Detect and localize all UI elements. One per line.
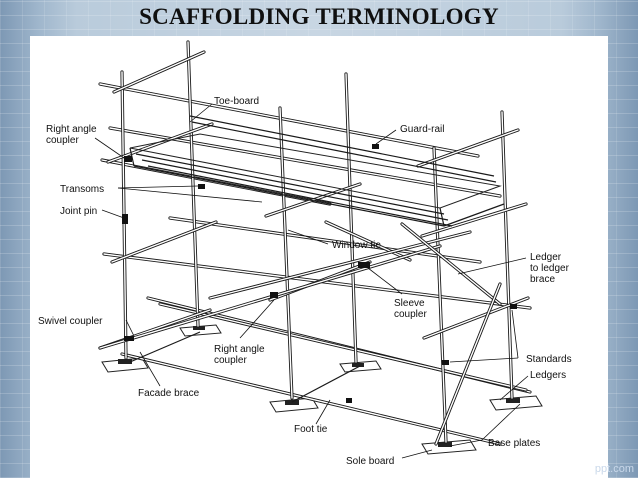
swivel-coupler-part — [124, 336, 134, 341]
right-angle-coupler-bottom — [270, 292, 278, 298]
label-transoms: Transoms — [60, 184, 104, 195]
sleeve-coupler-part — [358, 262, 370, 268]
standards — [120, 40, 514, 444]
right-angle-coupler-top — [124, 156, 132, 162]
working-platform — [129, 115, 505, 227]
label-window-tie: Window tie — [332, 240, 381, 251]
transoms — [98, 50, 530, 350]
brand-watermark: ppt.com — [594, 463, 634, 475]
ledger-to-ledger-brace — [400, 222, 502, 446]
slide-title: SCAFFOLDING TERMINOLOGY — [139, 4, 499, 29]
label-standards: Standards — [526, 354, 572, 365]
ledgers — [98, 82, 532, 392]
label-sleeve-coupler-2: coupler — [394, 309, 427, 320]
label-guard-rail: Guard-rail — [400, 124, 444, 135]
label-right-angle-coupler-bottom-2: coupler — [214, 355, 247, 366]
diagram-panel: Toe-board Right angle coupler Guard-rail… — [30, 36, 608, 478]
label-base-plates: Base plates — [488, 438, 540, 449]
label-swivel-coupler: Swivel coupler — [38, 316, 103, 327]
label-ledger-brace-2: to ledger — [530, 263, 570, 274]
label-ledger-brace-3: brace — [530, 274, 555, 285]
label-sleeve-coupler-1: Sleeve — [394, 298, 425, 309]
scaffolding-diagram: Toe-board Right angle coupler Guard-rail… — [38, 40, 572, 467]
label-right-angle-coupler-bottom-1: Right angle — [214, 344, 265, 355]
label-toe-board: Toe-board — [214, 96, 259, 107]
label-sole-board: Sole board — [346, 456, 394, 467]
label-right-angle-coupler-top-1: Right angle — [46, 124, 97, 135]
label-right-angle-coupler-top-2: coupler — [46, 135, 79, 146]
base-plates — [118, 326, 520, 447]
couplers — [122, 144, 517, 403]
label-ledgers: Ledgers — [530, 370, 566, 381]
label-ledger-brace-1: Ledger — [530, 252, 562, 263]
diagram-labels: Toe-board Right angle coupler Guard-rail… — [38, 96, 572, 467]
label-facade-brace: Facade brace — [138, 388, 200, 399]
label-foot-tie: Foot tie — [294, 424, 328, 435]
leader-lines — [94, 103, 529, 459]
label-joint-pin: Joint pin — [60, 206, 97, 217]
joint-pin-coupler — [122, 214, 128, 224]
